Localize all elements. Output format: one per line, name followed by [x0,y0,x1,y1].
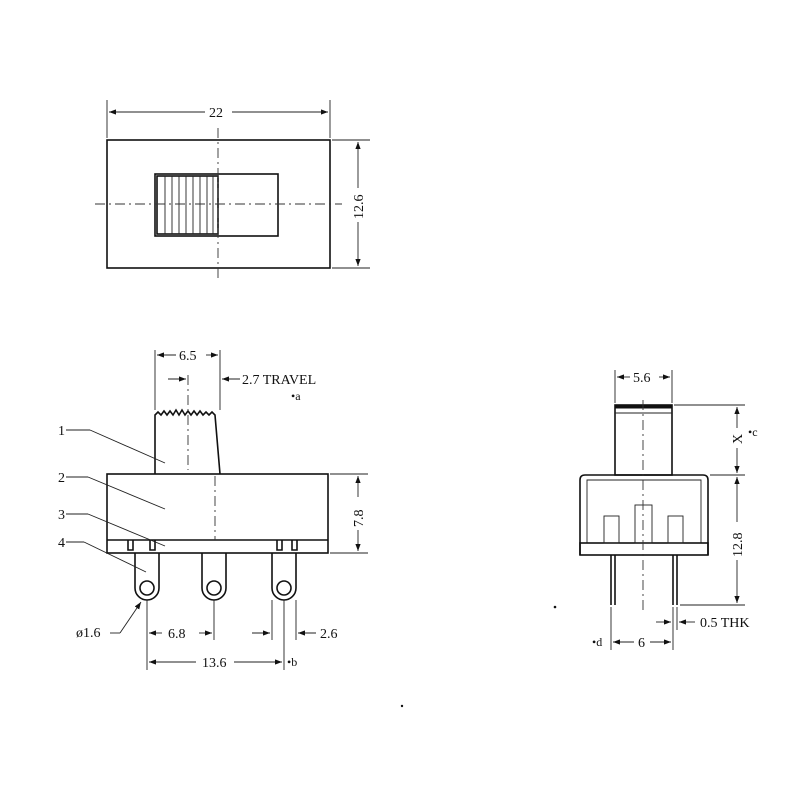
callout-2: 2 [58,471,65,486]
note-b: •b [287,655,297,669]
top-view: 22 12.6 [95,100,370,280]
actuator [154,408,221,475]
span-dim: 13.6 [202,656,227,671]
callout-1: 1 [58,424,65,439]
callout-4: 4 [58,536,65,551]
slider-ridges [156,175,219,235]
actuator-height-dim: X [731,434,746,444]
side-body [106,473,329,554]
terminals [127,540,298,601]
end-actuator [614,404,673,476]
total-height-dim: 12.8 [731,533,746,558]
end-view: 5.6 X •c 12.8 0.5 THK 6 •d [553,370,758,651]
thickness-dim: 0.5 THK [700,616,750,631]
pin-spacing-dim: 6 [638,636,645,651]
note-a: •a [291,389,301,403]
note-d: •d [592,635,602,649]
top-height-dim: 12.6 [352,195,367,220]
tab-width-dim: 2.6 [320,627,338,642]
actuator-width-dim: 6.5 [179,349,197,364]
body-height-dim: 7.8 [352,510,367,528]
travel-dim: 2.7 TRAVEL [242,373,316,388]
end-housing [579,474,709,555]
top-width-dim: 22 [209,106,223,121]
side-view: 6.5 2.7 TRAVEL •a 1 2 3 4 7.8 ø1.6 6.8 2… [58,349,368,671]
hole-dia-dim: ø1.6 [76,626,101,641]
pitch-dim: 6.8 [168,627,186,642]
callout-3: 3 [58,508,65,523]
note-c: •c [748,425,758,439]
slider-window [154,173,279,237]
end-actuator-width-dim: 5.6 [633,371,651,386]
